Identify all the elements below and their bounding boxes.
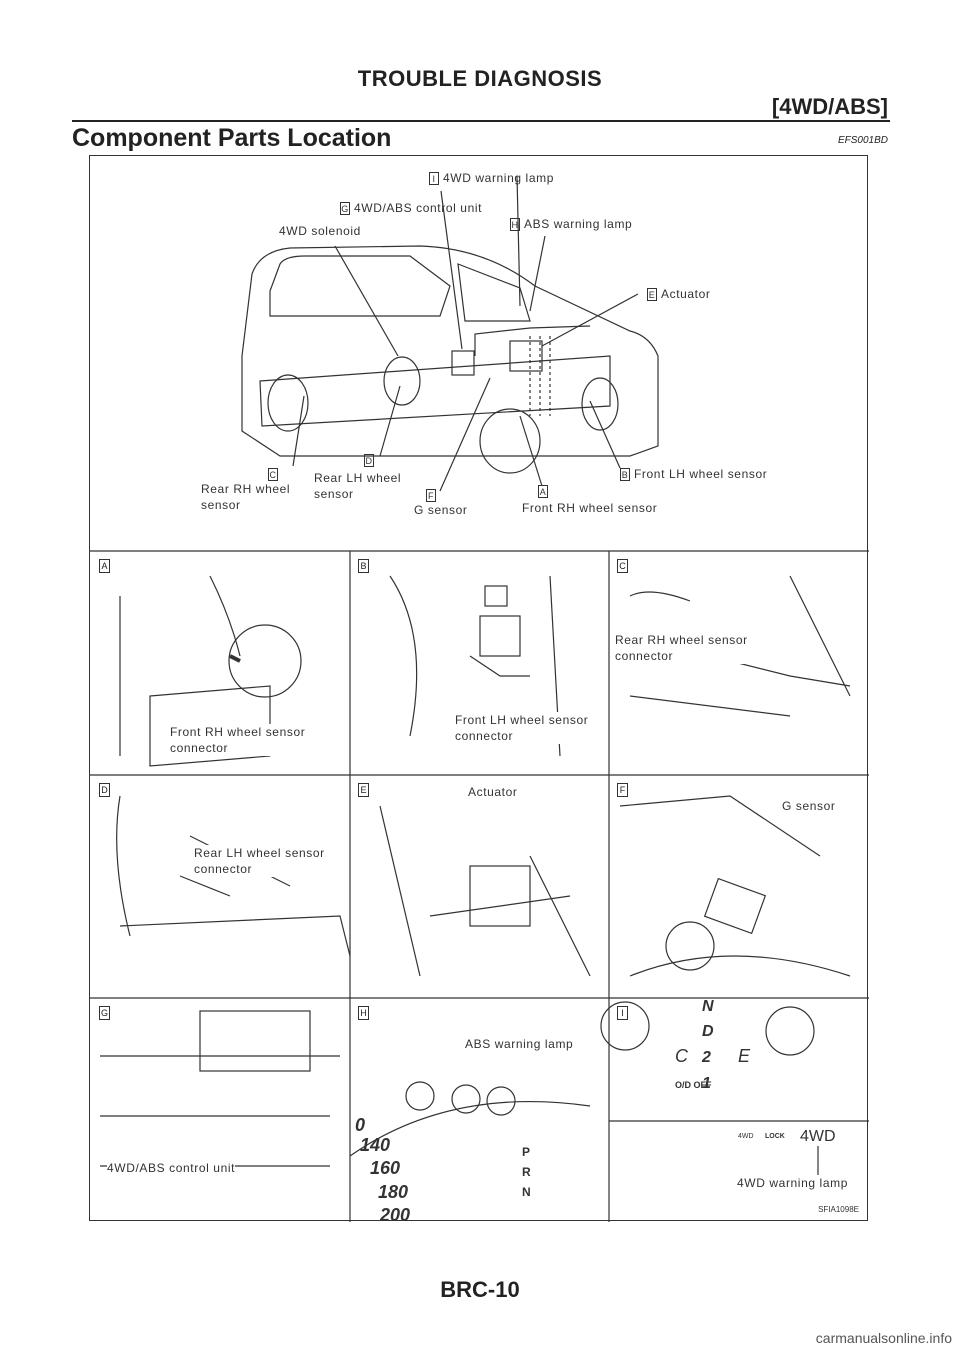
page-number: BRC-10 (440, 1277, 520, 1302)
page-header-title: TROUBLE DIAGNOSIS (357, 66, 603, 91)
gauge-num-160: 160 (370, 1158, 400, 1178)
label-a-tag: A (538, 485, 548, 499)
label-front-rh-wheel-sensor: Front RH wheel sensor (522, 501, 658, 515)
label-g-sensor: G sensor (414, 503, 468, 517)
rear-rh-wheel (267, 374, 309, 432)
i-lamp-lock: LOCK (765, 1133, 785, 1140)
label-c-tag: C (268, 468, 278, 482)
photo-d-tag: D (99, 783, 110, 797)
photo-h-tag: H (358, 1006, 369, 1020)
photo-i-label: 4WD warning lamp (737, 1175, 848, 1191)
label-4wd-solenoid: 4WD solenoid (279, 224, 361, 238)
figure-frame: 0 140 160 180 200 P R N N D 2 1 C E O/D … (89, 155, 869, 1222)
photo-f-label: G sensor (782, 798, 836, 814)
photo-h-label: ABS warning lamp (465, 1036, 574, 1052)
label-f-tag: F (426, 489, 436, 503)
figure-code: SFIA1098E (818, 1205, 859, 1214)
photo-e-label: Actuator (468, 784, 518, 800)
i-gear-n: N (702, 998, 714, 1015)
brake-lines (529, 336, 551, 416)
section-code: EFS001BD (837, 135, 888, 146)
label-d-tag: D (364, 454, 374, 468)
i-lamp-small-4wd: 4WD (738, 1133, 754, 1140)
gauge-num-200: 200 (379, 1205, 410, 1222)
gear-letter-r: R (522, 1165, 531, 1179)
gear-letter-p: P (522, 1145, 530, 1159)
rear-lh-wheel (383, 356, 421, 406)
i-c: C (675, 1046, 689, 1066)
i-gear-d: D (702, 1023, 714, 1040)
photo-b-tag: B (358, 559, 369, 573)
photo-c-tag: C (617, 559, 628, 573)
front-lh-wheel (581, 377, 619, 431)
page-header-section: [4WD/ABS] (771, 94, 888, 119)
gauge-num-140: 140 (360, 1135, 390, 1155)
actuator-box (509, 340, 543, 372)
photo-g-label: 4WD/ABS control unit (107, 1160, 236, 1176)
vehicle-body-outline (241, 245, 659, 457)
gauge-num-0: 0 (355, 1115, 365, 1135)
i-lamp-big-4wd: 4WD (800, 1128, 836, 1145)
i-gear-1: 1 (702, 1075, 711, 1092)
photo-f-tag: F (617, 783, 628, 797)
gear-letter-n: N (522, 1185, 531, 1199)
photo-a-tag: A (99, 559, 110, 573)
photo-g-tag: G (99, 1006, 110, 1020)
i-od-off: O/D OFF (675, 1080, 712, 1090)
photo-i-tag: I (617, 1006, 628, 1020)
harness-line (474, 325, 591, 356)
i-gear-2: 2 (701, 1049, 711, 1066)
vehicle-rear-window (269, 255, 451, 317)
header-rule (72, 120, 890, 122)
front-rh-wheel (479, 408, 541, 474)
photo-e-tag: E (358, 783, 369, 797)
vehicle-floor-plan (259, 355, 611, 427)
gauge-num-180: 180 (378, 1182, 408, 1202)
figure-drawing: 0 140 160 180 200 P R N N D 2 1 C E O/D … (90, 175, 869, 1222)
i-e: E (738, 1046, 751, 1066)
control-unit-box (451, 350, 475, 376)
section-title: Component Parts Location (72, 124, 392, 152)
vehicle-front-window (457, 263, 531, 322)
watermark: carmanualsonline.info (815, 1330, 952, 1346)
